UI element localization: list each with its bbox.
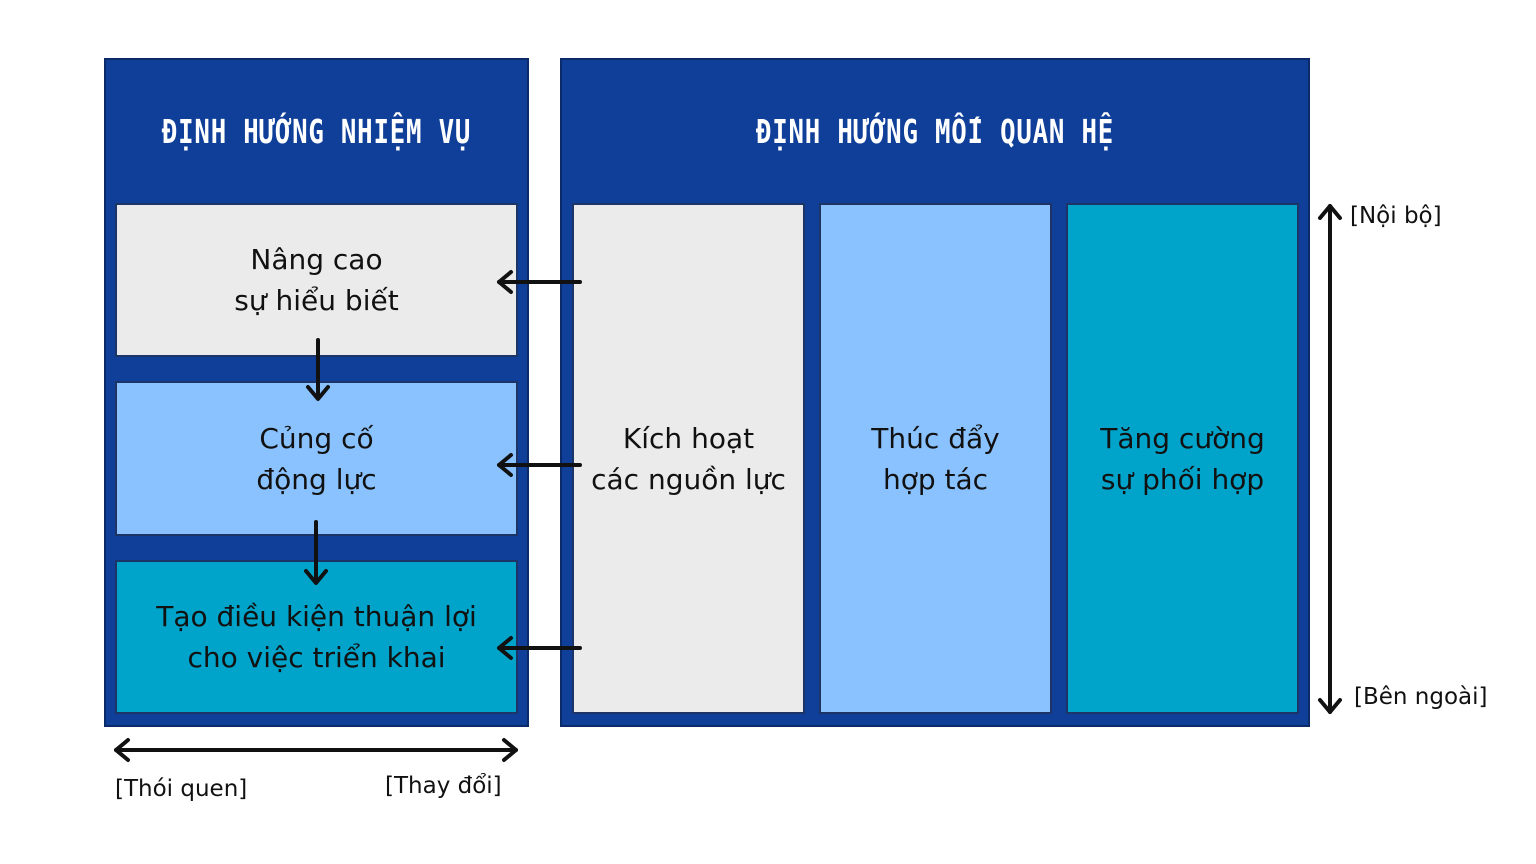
task-orientation-title: ĐỊNH HƯỚNG NHIỆM VỤ	[161, 111, 472, 151]
change-label: [Thay đổi]	[385, 773, 502, 799]
relationship-orientation-title: ĐỊNH HƯỚNG MỐI QUAN HỆ	[755, 111, 1115, 151]
enhance-coordination-column: Tăng cường sự phối hợp	[1066, 203, 1299, 714]
facilitate-implementation-box: Tạo điều kiện thuận lợi cho việc triển k…	[115, 560, 518, 714]
promote-cooperation-column: Thúc đẩy hợp tác	[819, 203, 1052, 714]
internal-label: [Nội bộ]	[1350, 203, 1442, 229]
habit-label: [Thói quen]	[115, 776, 248, 802]
activate-resources-column: Kích hoạt các nguồn lực	[572, 203, 805, 714]
external-label: [Bên ngoài]	[1354, 684, 1488, 710]
